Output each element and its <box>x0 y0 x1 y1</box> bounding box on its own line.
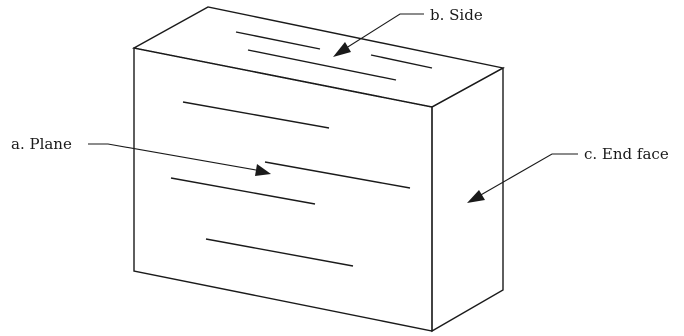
side-grain-lines <box>235 31 433 81</box>
plane-grain-line <box>182 101 330 129</box>
side-arrowhead <box>333 42 351 57</box>
plane-grain-line <box>170 177 316 205</box>
plane-arrowhead <box>255 164 271 176</box>
side-grain-line <box>247 49 397 81</box>
plane-leader-line <box>88 143 257 171</box>
side-grain-line <box>235 31 321 50</box>
plane-leader: a. Plane <box>11 135 271 176</box>
end-face-leader-line <box>478 153 578 197</box>
plane-grain-lines <box>170 101 411 267</box>
block <box>131 6 506 333</box>
plane-label: a. Plane <box>11 135 72 153</box>
plane-grain-line <box>264 161 411 189</box>
block-end-face <box>431 66 504 333</box>
side-grain-line <box>370 54 433 69</box>
plane-grain-line <box>205 238 354 267</box>
end-face-arrowhead <box>467 190 485 203</box>
side-leader: b. Side <box>333 6 483 57</box>
end-face-label: c. End face <box>584 145 669 163</box>
end-face-leader: c. End face <box>467 145 669 203</box>
side-leader-line <box>342 13 424 51</box>
side-label: b. Side <box>430 6 483 24</box>
block-plane-face <box>133 47 433 332</box>
